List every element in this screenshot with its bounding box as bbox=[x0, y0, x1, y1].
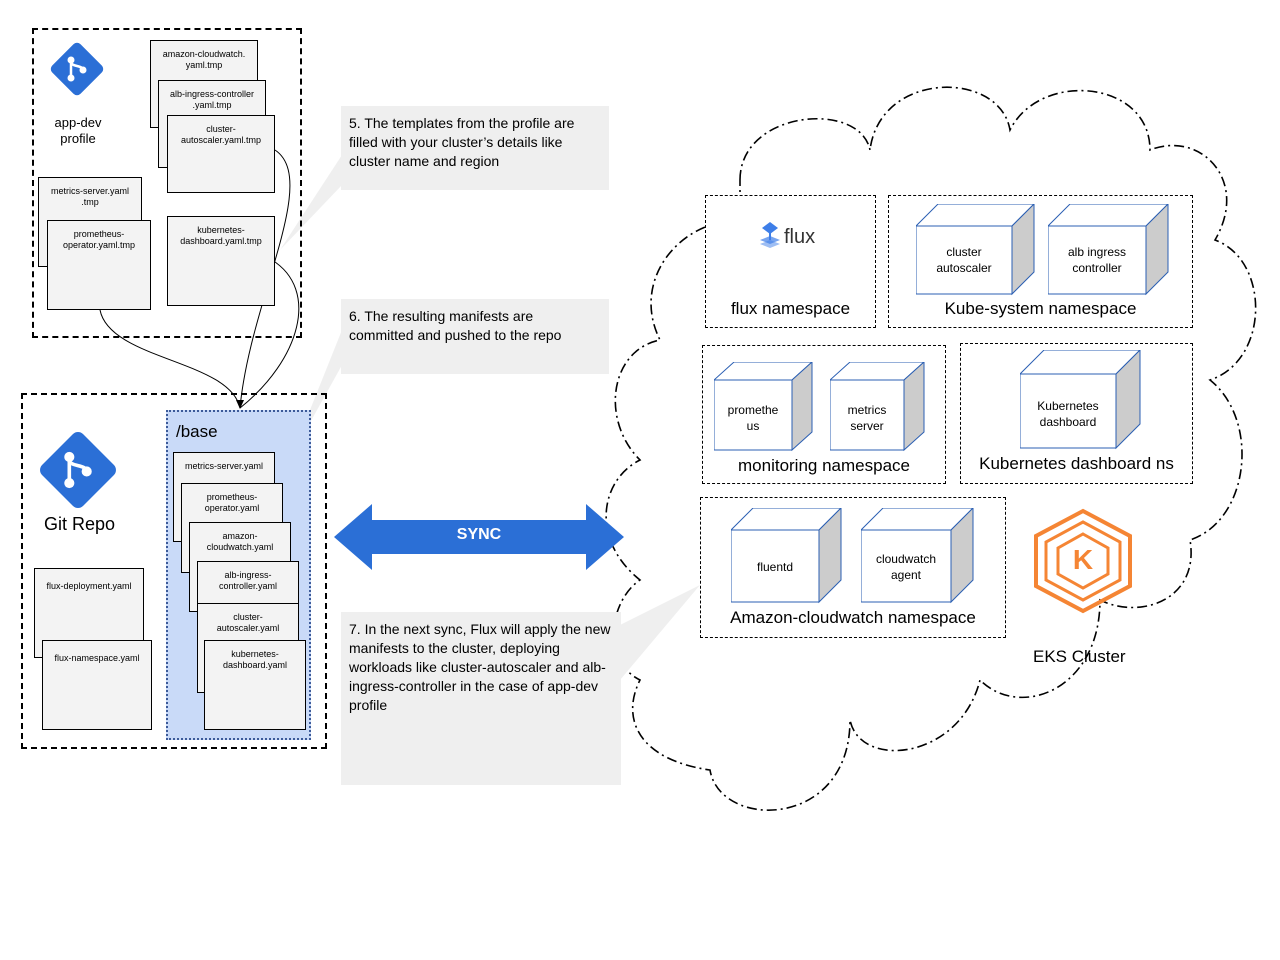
flux-namespace: flux namespace bbox=[705, 195, 876, 328]
workload-label: alb ingress controller bbox=[1067, 245, 1127, 275]
cluster-cloud-outline bbox=[605, 86, 1257, 811]
repo-box bbox=[21, 393, 327, 749]
flux-logo-icon bbox=[760, 222, 780, 248]
template-file: kubernetes- dashboard.yaml.tmp bbox=[167, 216, 275, 306]
connector-curve bbox=[239, 259, 300, 409]
workload-label: cloudwatch agent bbox=[875, 552, 937, 582]
namespace-label: monitoring namespace bbox=[738, 456, 910, 475]
connector-curve bbox=[239, 149, 291, 409]
workload-cube bbox=[714, 362, 813, 452]
template-file: prometheus- operator.yaml.tmp bbox=[47, 220, 151, 310]
namespace-label: Amazon-cloudwatch namespace bbox=[730, 608, 976, 627]
workload-cube bbox=[861, 508, 974, 604]
namespace-label: flux namespace bbox=[730, 299, 851, 318]
profile-label: app-dev profile bbox=[54, 115, 102, 146]
workload-label: fluentd bbox=[756, 560, 794, 574]
git-icon bbox=[40, 432, 116, 508]
git-icon bbox=[50, 42, 104, 96]
repo-label: Git Repo bbox=[44, 514, 116, 534]
callout-step7: 7. In the next sync, Flux will apply the… bbox=[341, 612, 621, 785]
flux-logo-text: flux bbox=[784, 226, 816, 248]
arrowhead-icon bbox=[236, 400, 244, 409]
flux-file: flux-namespace.yaml bbox=[42, 640, 152, 730]
workload-cube bbox=[830, 362, 925, 452]
workload-label: Kubernetes dashboard bbox=[1037, 399, 1099, 429]
manifest-file: kubernetes- dashboard.yaml bbox=[204, 640, 306, 730]
workload-cube bbox=[916, 204, 1035, 296]
template-file: cluster- autoscaler.yaml.tmp bbox=[167, 115, 275, 193]
connector-curve bbox=[99, 309, 241, 409]
workload-cube bbox=[1048, 204, 1169, 296]
workload-cube bbox=[731, 508, 842, 604]
base-label: /base bbox=[176, 422, 218, 441]
profile-box bbox=[32, 28, 302, 338]
cluster-label: EKS Cluster bbox=[1033, 647, 1126, 666]
namespace-label: Kube-system namespace bbox=[944, 299, 1137, 318]
workload-label: promethe us bbox=[727, 403, 779, 433]
callout-step6: 6. The resulting manifests are committed… bbox=[341, 299, 609, 374]
workload-label: metrics server bbox=[847, 403, 887, 433]
workload-label: cluster autoscaler bbox=[936, 245, 992, 275]
callout-pointer bbox=[280, 155, 342, 250]
sync-arrow bbox=[334, 504, 624, 570]
eks-logo-icon bbox=[1034, 508, 1132, 614]
namespace-label: Kubernetes dashboard ns bbox=[979, 454, 1174, 473]
workload-cube bbox=[1020, 350, 1141, 450]
sync-label: SYNC bbox=[456, 526, 502, 543]
eks-logo-text: K bbox=[1072, 544, 1094, 575]
callout-step5: 5. The templates from the profile are fi… bbox=[341, 106, 609, 190]
callout-pointer bbox=[620, 585, 700, 680]
